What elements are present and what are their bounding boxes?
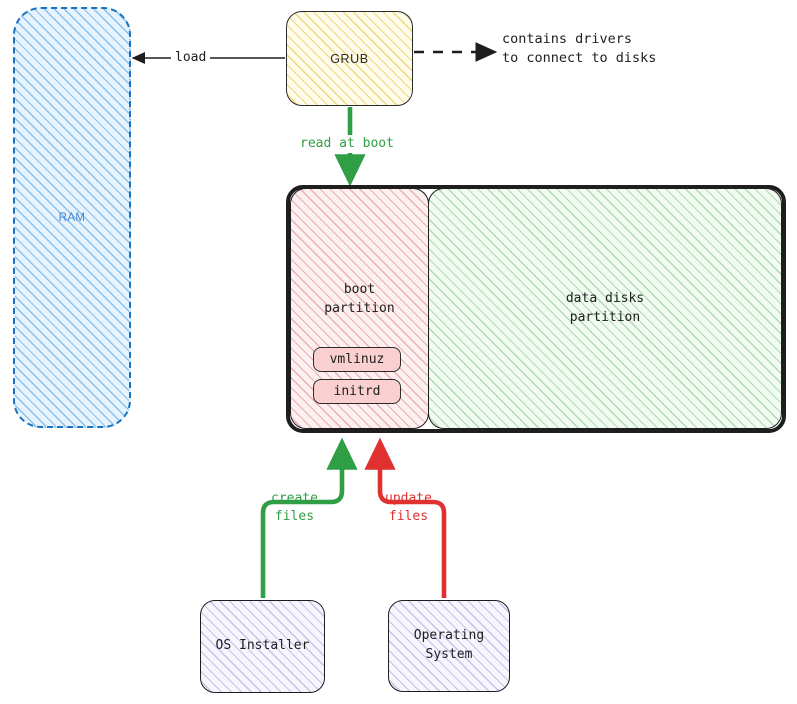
vmlinuz-label: vmlinuz [329, 352, 385, 367]
ram-node[interactable]: RAM [13, 7, 131, 428]
initrd-label: initrd [333, 384, 381, 399]
grub-node[interactable]: GRUB [286, 11, 413, 106]
edge-label-contains-drivers: contains drivers to connect to disks [502, 31, 657, 66]
edge-label-load: load [171, 49, 211, 67]
operating-system-node[interactable]: Operating System [388, 600, 510, 692]
edge-installer-to-boot-partition [260, 437, 358, 598]
grub-label: GRUB [330, 51, 369, 66]
ram-label: RAM [58, 211, 86, 224]
edge-label-update-files: update files [385, 491, 432, 524]
boot-partition-label: boot partition [324, 282, 395, 316]
file-chip-vmlinuz[interactable]: vmlinuz [313, 347, 401, 372]
edge-label-read-at-boot: read at boot [299, 135, 395, 153]
edge-label-create-files: create files [271, 491, 318, 524]
edge-os-to-boot-partition [364, 437, 447, 598]
os-installer-node[interactable]: OS Installer [200, 600, 325, 693]
data-disks-partition-label: data disks partition [565, 290, 645, 325]
operating-system-label: Operating System [413, 628, 485, 662]
data-disks-partition-node[interactable]: data disks partition [428, 188, 782, 429]
os-installer-label: OS Installer [215, 638, 310, 654]
file-chip-initrd[interactable]: initrd [313, 379, 401, 404]
